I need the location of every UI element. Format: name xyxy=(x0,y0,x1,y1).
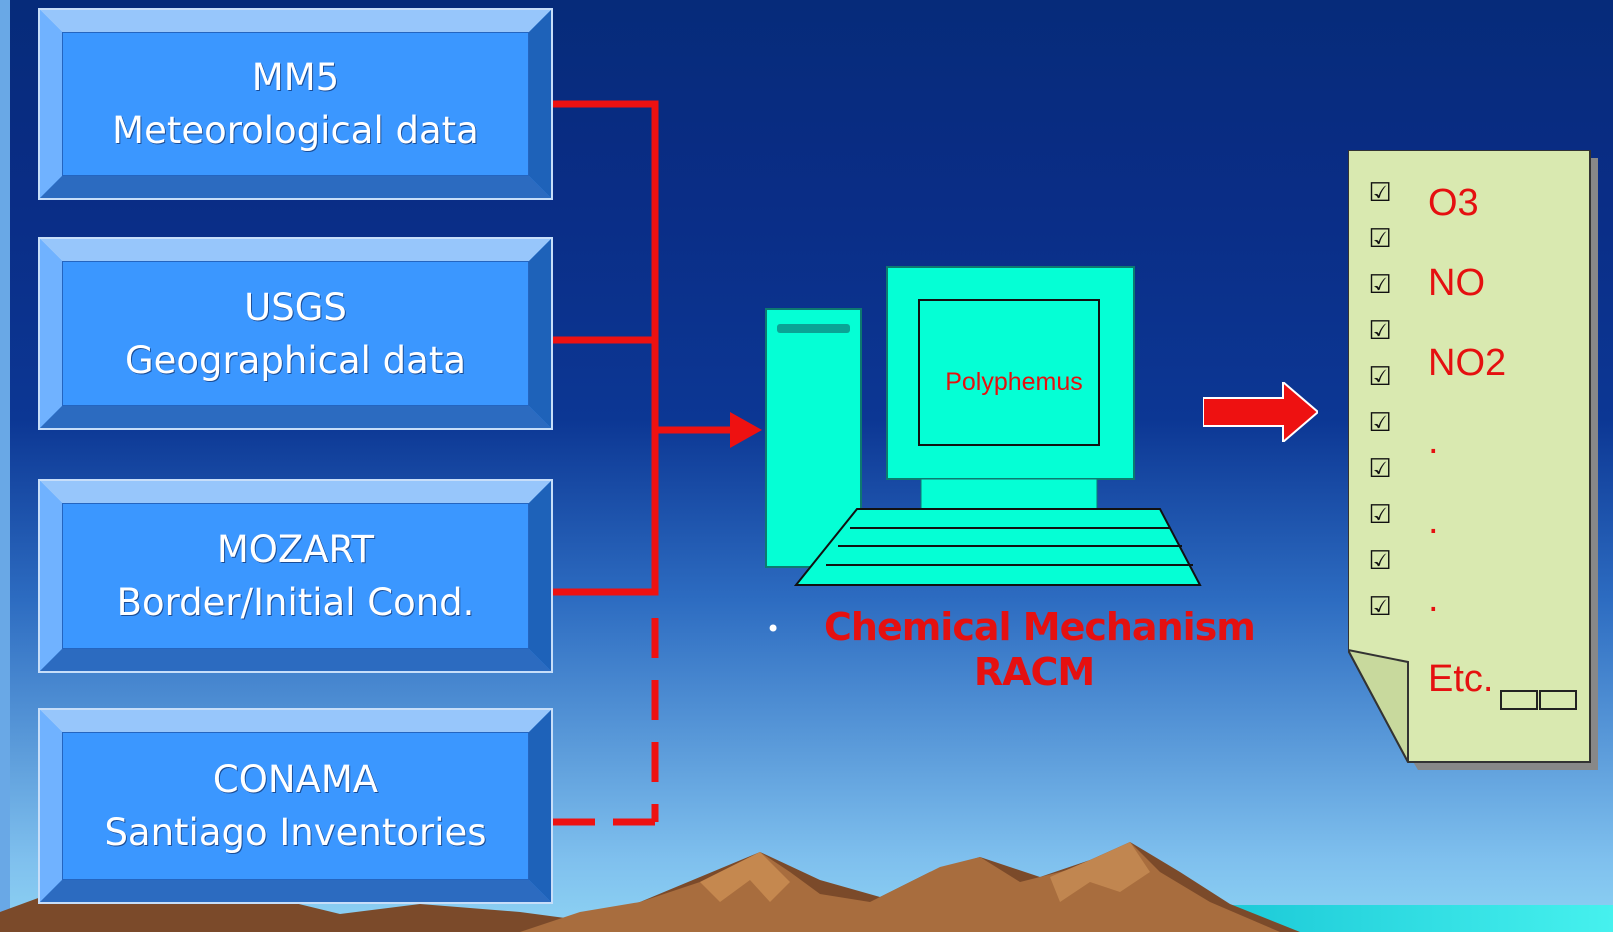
box-title: CONAMA xyxy=(212,758,379,801)
output-item-etc: Etc. xyxy=(1428,658,1494,700)
output-item-o3: O3 xyxy=(1428,182,1479,224)
input-box-usgs: USGS Geographical data xyxy=(38,237,553,430)
box-subtitle: Meteorological data xyxy=(112,109,479,152)
checked-checkbox-icon: ☑ xyxy=(1368,316,1392,346)
checkbox-column: ☑ ☑ ☑ ☑ ☑ ☑ ☑ ☑ ☑ ☑ xyxy=(1368,178,1394,641)
left-edge-strip xyxy=(0,0,10,932)
checked-checkbox-icon: ☑ xyxy=(1368,454,1392,484)
input-box-mm5: MM5 Meteorological data xyxy=(38,8,553,200)
output-item-no2: NO2 xyxy=(1428,342,1507,384)
output-item-no: NO xyxy=(1428,262,1485,304)
box-title: USGS xyxy=(244,285,347,329)
box-subtitle: Border/Initial Cond. xyxy=(116,581,475,624)
box-subtitle: Geographical data xyxy=(124,338,467,382)
mountains-illustration xyxy=(0,842,1300,932)
mechanism-bullet: • xyxy=(766,615,781,643)
checked-checkbox-icon: ☑ xyxy=(1368,178,1392,208)
output-item-ellipsis: . xyxy=(1428,578,1439,620)
computer-screen-label: Polyphemus xyxy=(945,368,1083,396)
checked-checkbox-icon: ☑ xyxy=(1368,224,1392,254)
mechanism-line2: RACM xyxy=(973,650,1095,694)
checked-checkbox-icon: ☑ xyxy=(1368,546,1392,576)
checked-checkbox-icon: ☑ xyxy=(1368,592,1392,622)
checked-checkbox-icon: ☑ xyxy=(1368,270,1392,300)
checked-checkbox-icon: ☑ xyxy=(1368,362,1392,392)
checked-checkbox-icon: ☑ xyxy=(1368,500,1392,530)
merge-arrow-head xyxy=(730,412,762,448)
box-title: MOZART xyxy=(216,528,375,571)
box-title: MM5 xyxy=(251,56,340,99)
computer-icon xyxy=(765,266,1202,586)
input-box-mozart: MOZART Border/Initial Cond. xyxy=(38,479,553,673)
output-item-ellipsis: . xyxy=(1428,420,1439,462)
input-box-conama: CONAMA Santiago Inventories xyxy=(38,708,553,904)
right-arrow-icon xyxy=(1203,382,1318,442)
mechanism-line1: Chemical Mechanism xyxy=(824,605,1256,649)
checked-checkbox-icon: ☑ xyxy=(1368,408,1392,438)
output-item-ellipsis: . xyxy=(1428,500,1439,542)
placeholder-boxes xyxy=(1500,690,1585,714)
box-subtitle: Santiago Inventories xyxy=(104,811,487,854)
output-document xyxy=(1348,150,1598,770)
